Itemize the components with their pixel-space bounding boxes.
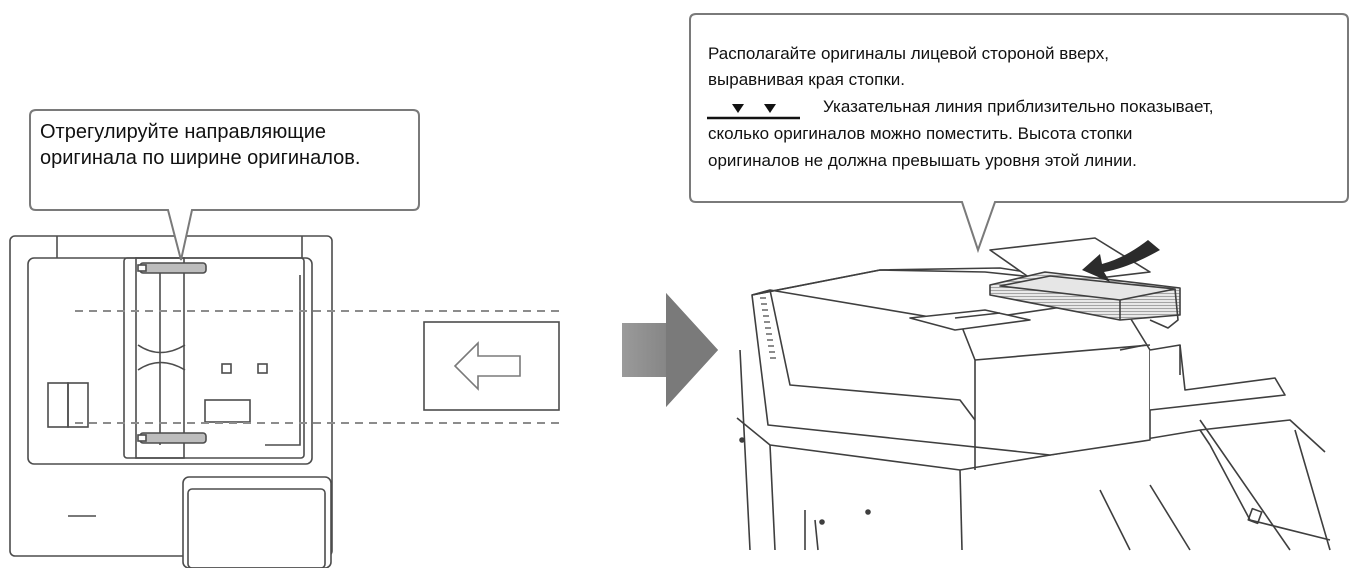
right-callout-line-3: Указательная линия приблизительно показы…	[823, 97, 1214, 116]
right-callout-box	[689, 13, 1349, 254]
feeder-top-view	[9, 235, 333, 569]
next-step-arrow-icon	[622, 293, 718, 407]
insert-direction-arrow-icon	[1082, 240, 1160, 282]
copier-illustration	[736, 237, 1331, 551]
right-callout-line-2: выравнивая края стопки.	[708, 70, 905, 89]
dashed-guide-lines	[75, 310, 563, 424]
direction-inset	[423, 321, 560, 411]
indicator-line-icon	[707, 104, 800, 120]
right-callout-line-4: сколько оригиналов можно поместить. Высо…	[708, 124, 1133, 143]
left-arrow-icon	[453, 341, 521, 391]
left-callout-box	[29, 109, 420, 261]
right-callout-line-1: Располагайте оригиналы лицевой стороной …	[708, 44, 1110, 63]
left-callout-text: Отрегулируйте направляющие оригинала по …	[40, 121, 361, 169]
right-callout-line-5: оригиналов не должна превышать уровня эт…	[708, 151, 1137, 170]
